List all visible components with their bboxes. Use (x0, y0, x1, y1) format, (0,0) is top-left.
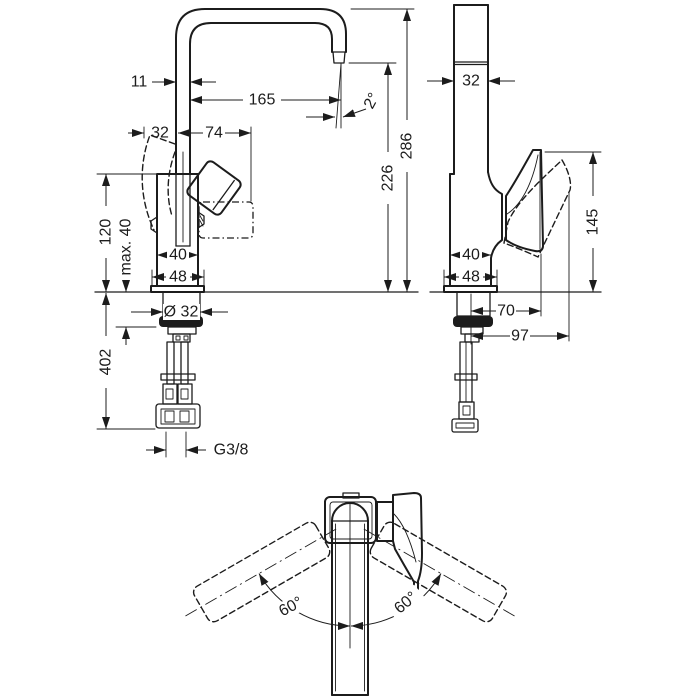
dim-handle-length: 74 (205, 125, 223, 142)
dim-outlet-height: 226 (380, 165, 397, 192)
top-view: 60° 60° (183, 492, 517, 696)
dim-base-depth: 48 (462, 269, 480, 286)
front-dimensions: 11 165 2° 286 226 32 (96, 8, 416, 459)
dim-connection-thread: G3/8 (214, 442, 249, 459)
dim-spout-depth: 32 (462, 73, 480, 90)
dim-spout-reach: 165 (249, 92, 276, 109)
handle-side (505, 149, 544, 253)
dim-handle-clearance: 32 (151, 125, 169, 142)
top-spout (331, 503, 369, 696)
dim-handle-projection-open: 97 (511, 328, 529, 345)
dim-handle-height: 145 (585, 209, 602, 236)
handle-top (376, 492, 423, 590)
dim-base-width: 48 (169, 269, 187, 286)
dim-max-mounting-thickness: max. 40 (118, 218, 135, 275)
mixer-body (150, 151, 205, 293)
dim-shank-diameter: Ø 32 (164, 304, 199, 321)
side-underdeck (429, 291, 602, 433)
swivel-left-dashed (183, 521, 337, 623)
side-view: 32 145 40 48 70 97 (427, 4, 602, 433)
swivel-right-dashed (363, 521, 517, 623)
side-spout-column (453, 4, 489, 175)
handle-front-raised-dashed (141, 134, 176, 231)
dim-supply-length: 402 (98, 349, 115, 376)
spout-outline (175, 8, 347, 175)
front-view: 11 165 2° 286 226 32 (94, 8, 419, 459)
handle-front (186, 160, 242, 216)
dim-handle-projection: 70 (497, 303, 515, 320)
swivel-dimensions: 60° 60° (258, 573, 442, 631)
dim-spout-angle: 2° (361, 90, 383, 111)
dim-total-height: 286 (399, 133, 416, 160)
handle-side-open-dashed (503, 158, 572, 258)
dim-body-height: 120 (98, 219, 115, 246)
dim-spout-pipe-width: 11 (131, 74, 148, 91)
dim-body-depth: 40 (462, 247, 480, 264)
dim-body-width: 40 (169, 247, 187, 264)
side-dimensions: 32 145 40 48 70 97 (427, 73, 602, 345)
